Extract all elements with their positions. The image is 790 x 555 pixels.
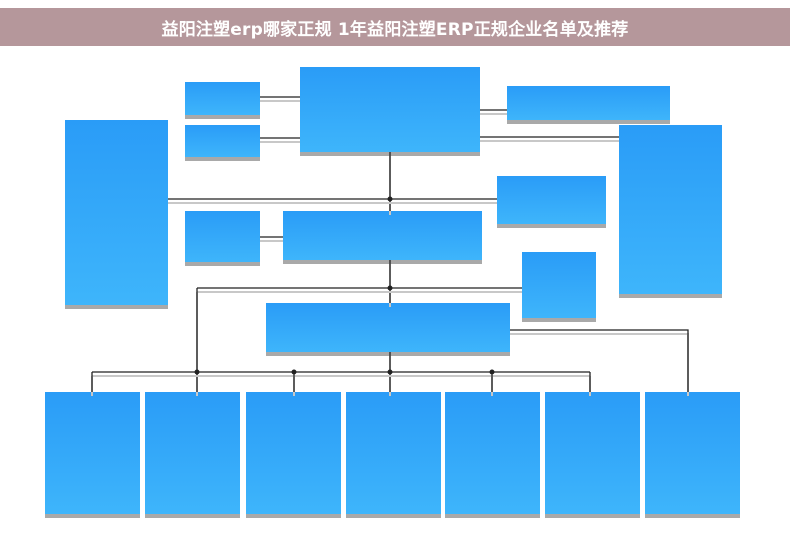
node-mid-right xyxy=(497,176,606,224)
junction-dot xyxy=(489,369,495,375)
node-bottom-7 xyxy=(645,392,740,514)
junction-dot xyxy=(387,285,393,291)
connector-line xyxy=(510,329,689,392)
node-right-small xyxy=(522,252,596,318)
junction-dot xyxy=(387,369,393,375)
connector-line-shadow xyxy=(510,333,689,396)
node-far-left-tall xyxy=(65,120,168,305)
node-lower-center xyxy=(266,303,510,352)
junction-dot xyxy=(194,369,200,375)
node-bottom-6 xyxy=(545,392,640,514)
node-top-center xyxy=(300,67,480,152)
node-mid-center xyxy=(283,211,482,260)
node-top-left-1 xyxy=(185,82,260,115)
node-bottom-4 xyxy=(346,392,441,514)
node-far-right-tall xyxy=(619,125,722,294)
node-mid-left-small xyxy=(185,211,260,262)
junction-dot xyxy=(291,369,297,375)
node-bottom-3 xyxy=(246,392,341,514)
title-bar: 益阳注塑erp哪家正规 1年益阳注塑ERP正规企业名单及推荐 xyxy=(0,8,790,46)
node-bottom-2 xyxy=(145,392,240,514)
node-top-right-wide xyxy=(507,86,670,120)
page-title: 益阳注塑erp哪家正规 1年益阳注塑ERP正规企业名单及推荐 xyxy=(161,19,629,40)
node-top-left-2 xyxy=(185,125,260,157)
node-bottom-1 xyxy=(45,392,140,514)
junction-dot xyxy=(387,196,393,202)
node-bottom-5 xyxy=(445,392,540,514)
